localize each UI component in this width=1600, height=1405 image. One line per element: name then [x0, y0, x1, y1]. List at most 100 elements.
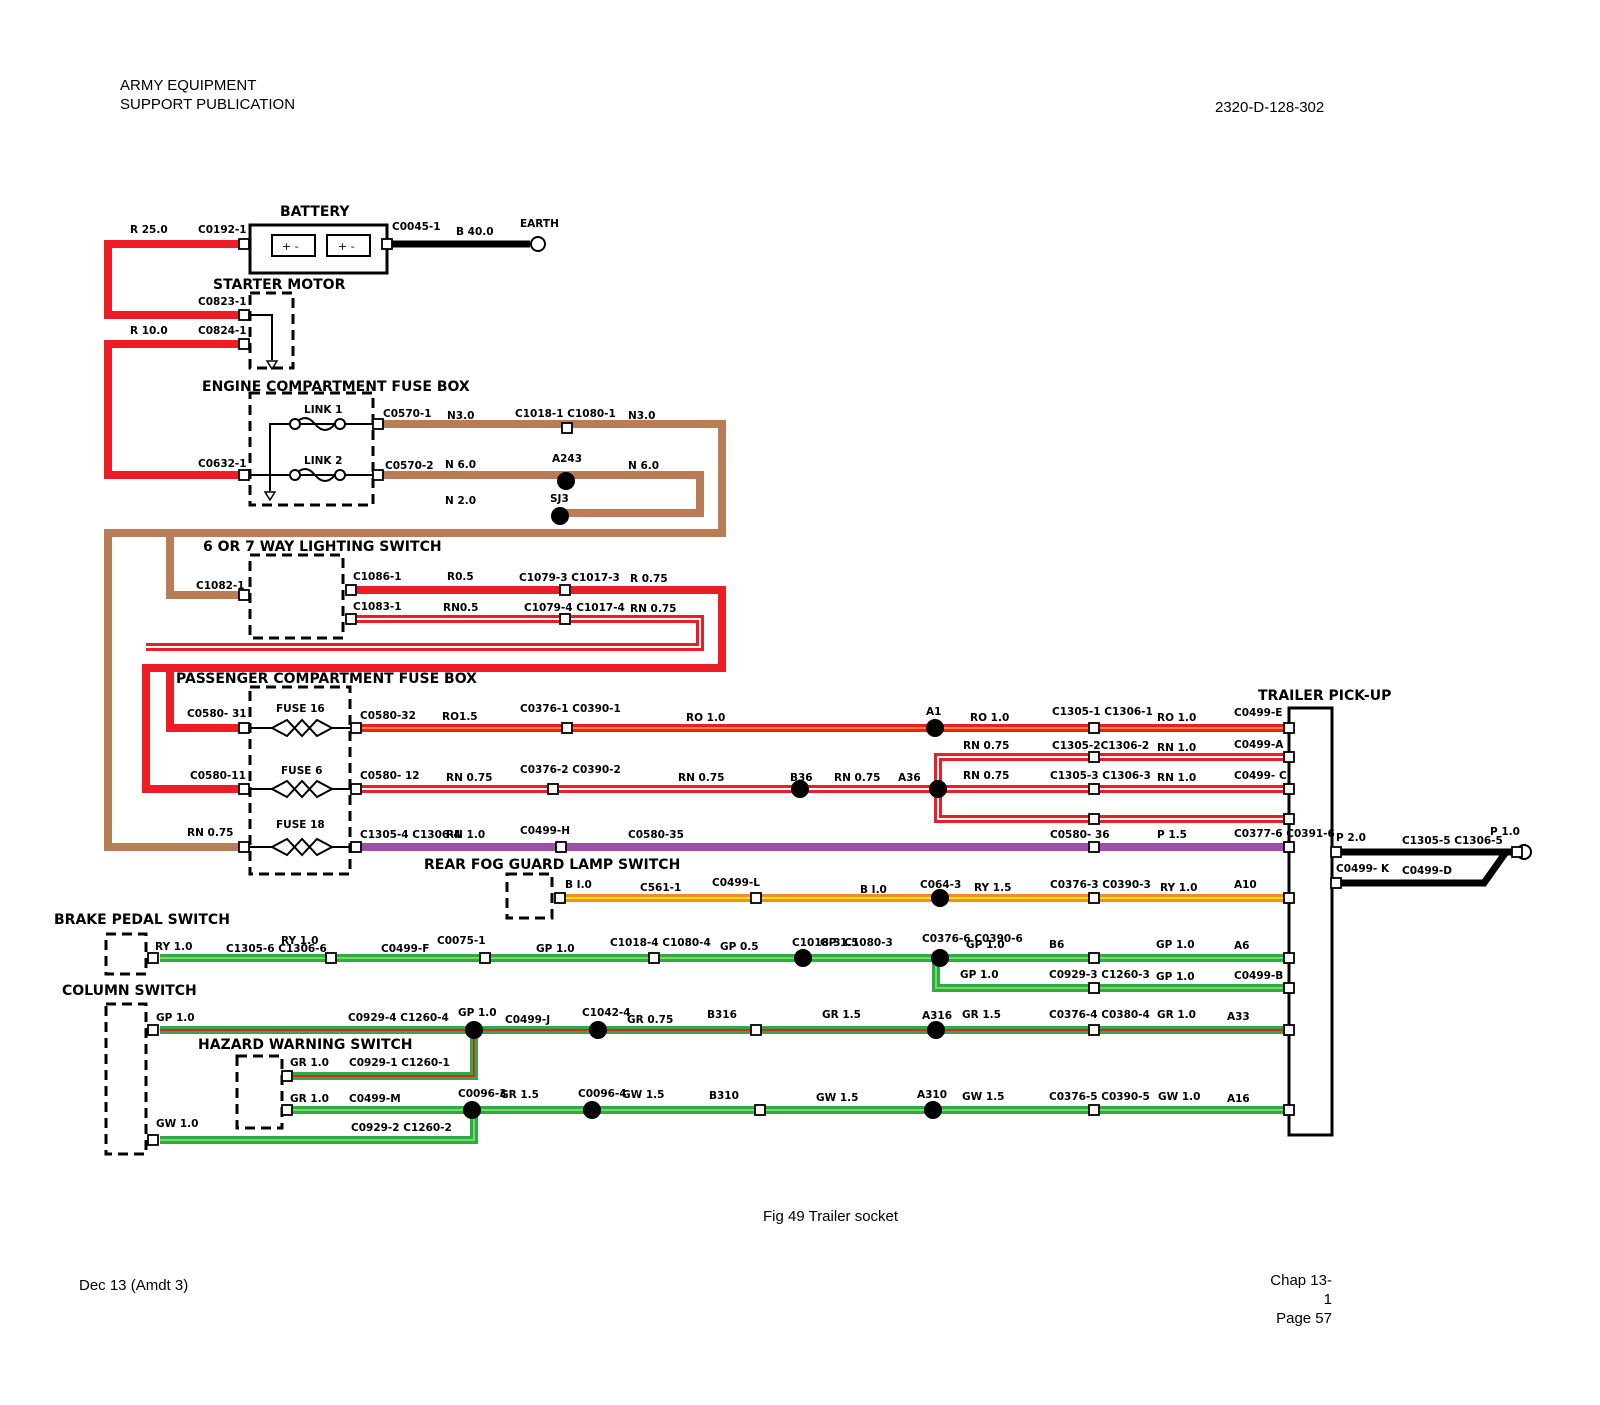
passenger-fuse-box — [248, 685, 352, 876]
connector-36 — [1283, 841, 1295, 853]
wire-label-16: N 2.0 — [445, 495, 476, 507]
connector-15 — [238, 783, 250, 795]
wire-label-111: C0096-3 — [458, 1088, 507, 1100]
wire-label-108: C0929-1 C1260-1 — [349, 1057, 450, 1069]
footer-chapter: Chap 13-1 — [1270, 1272, 1332, 1308]
wire-label-55: RN 1.0 — [446, 829, 485, 841]
trailer-pickup-box — [1287, 706, 1334, 1137]
wire-label-71: RY 1.5 — [974, 882, 1011, 894]
wire-label-113: C0096-4 — [578, 1088, 627, 1100]
wire-label-123: C0929-2 C1260-2 — [351, 1122, 452, 1134]
trailer-pickup-title: TRAILER PICK-UP — [1258, 688, 1391, 704]
fuse6-label: FUSE 6 — [281, 765, 322, 777]
wire-label-117: A310 — [917, 1089, 947, 1101]
wire-label-90: GP 1.0 — [960, 969, 999, 981]
wire-label-37: RN 0.75 — [963, 740, 1009, 752]
wire-label-63: P 1.0 — [1490, 826, 1520, 838]
brake-pedal-switch-title: BRAKE PEDAL SWITCH — [54, 912, 230, 928]
wire-22 — [1332, 849, 1509, 887]
connector-43 — [1330, 877, 1342, 889]
splice-3 — [791, 780, 809, 798]
wire-4 — [378, 471, 704, 517]
wires — [104, 240, 1524, 1144]
battery-cell-1-symbol: + - — [282, 240, 299, 253]
figure-caption: Fig 49 Trailer socket — [763, 1208, 899, 1225]
connector-38 — [1283, 952, 1295, 964]
wire-label-83: C1018-3 C1080-3 — [792, 937, 893, 949]
wire-label-57: C0580-35 — [628, 829, 684, 841]
wire-label-52: C0499- C — [1234, 770, 1287, 782]
connector-17 — [238, 841, 250, 853]
rear-fog-switch-box — [505, 872, 554, 920]
connector-5 — [372, 418, 384, 430]
wire-label-24: RN0.5 — [443, 602, 478, 614]
connector-3 — [238, 338, 250, 350]
wire-label-9: C1018-1 C1080-1 — [515, 408, 616, 420]
wire-label-32: A1 — [926, 706, 941, 718]
wire-label-70: C064-3 — [920, 879, 961, 891]
splice-7 — [931, 949, 949, 967]
connector-26 — [1088, 841, 1100, 853]
wire-label-73: RY 1.0 — [1160, 882, 1197, 894]
connector-14 — [350, 722, 362, 734]
wire-8 — [166, 668, 244, 732]
wire-label-40: C0499-A — [1234, 739, 1284, 751]
wire-label-54: C1305-4 C1306-4 — [360, 829, 461, 841]
hazard-switch-title: HAZARD WARNING SWITCH — [198, 1037, 413, 1053]
wire-7 — [146, 615, 704, 651]
component-boxes: + - + - — [104, 223, 1532, 1156]
wire-label-93: C0499-B — [1234, 970, 1283, 982]
publisher-line-1: ARMY EQUIPMENT — [120, 77, 257, 94]
engine-fuse-box-title: ENGINE COMPARTMENT FUSE BOX — [202, 379, 470, 395]
wire-label-68: C0499-L — [712, 877, 760, 889]
wire-stripe-7 — [146, 618, 701, 648]
wire-12 — [934, 789, 1289, 823]
connector-23 — [1088, 751, 1100, 763]
wire-label-28: C0580-32 — [360, 710, 416, 722]
wire-label-19: C1086-1 — [353, 571, 402, 583]
wire-label-44: C0376-2 C0390-2 — [520, 764, 621, 776]
connector-2 — [238, 309, 250, 321]
connector-42 — [1330, 846, 1342, 858]
wire-label-89: A6 — [1234, 940, 1249, 952]
wire-label-65: C0499-D — [1402, 865, 1452, 877]
wire-label-98: C1042-4 — [582, 1007, 631, 1019]
wire-label-115: B310 — [709, 1090, 739, 1102]
link1-label: LINK 1 — [304, 404, 342, 416]
splice-4 — [929, 780, 947, 798]
splice-9 — [589, 1021, 607, 1039]
splice-10 — [927, 1021, 945, 1039]
wire-label-69: B I.0 — [860, 884, 887, 896]
wire-label-67: C561-1 — [640, 882, 681, 894]
wire-label-58: C0580- 36 — [1050, 829, 1110, 841]
wire-label-13: N 6.0 — [445, 459, 476, 471]
connector-33 — [1283, 751, 1295, 763]
link2-label: LINK 2 — [304, 455, 342, 467]
battery-box — [248, 223, 389, 275]
wire-label-22: R 0.75 — [630, 573, 668, 585]
splice-6 — [794, 949, 812, 967]
fuse18-label: FUSE 18 — [276, 819, 325, 831]
connector-24 — [1088, 783, 1100, 795]
connector-35 — [1283, 813, 1295, 825]
wire-label-85: C0376-6 C0390-6 — [922, 933, 1023, 945]
wire-label-80: GP 1.0 — [536, 943, 575, 955]
wire-label-106: A33 — [1227, 1011, 1250, 1023]
wire-label-78: C0499-F — [381, 943, 429, 955]
wire-3 — [104, 420, 726, 851]
brake-pedal-switch-box — [104, 932, 148, 976]
wire-label-92: GP 1.0 — [1156, 971, 1195, 983]
wire-label-59: P 1.5 — [1157, 829, 1187, 841]
wire-label-17: SJ3 — [550, 493, 569, 505]
lighting-switch-box — [248, 553, 345, 640]
publisher-header: ARMY EQUIPMENT SUPPORT PUBLICATION — [120, 76, 295, 114]
battery-cell-1 — [271, 234, 316, 257]
wire-label-56: C0499-H — [520, 825, 570, 837]
wire-6 — [142, 586, 726, 793]
fuse16-symbol — [269, 718, 335, 738]
fuse16-label: FUSE 16 — [276, 703, 325, 715]
connector-51 — [147, 1024, 159, 1036]
wire-label-99: GR 0.75 — [627, 1014, 673, 1026]
wire-label-46: B36 — [790, 772, 813, 784]
